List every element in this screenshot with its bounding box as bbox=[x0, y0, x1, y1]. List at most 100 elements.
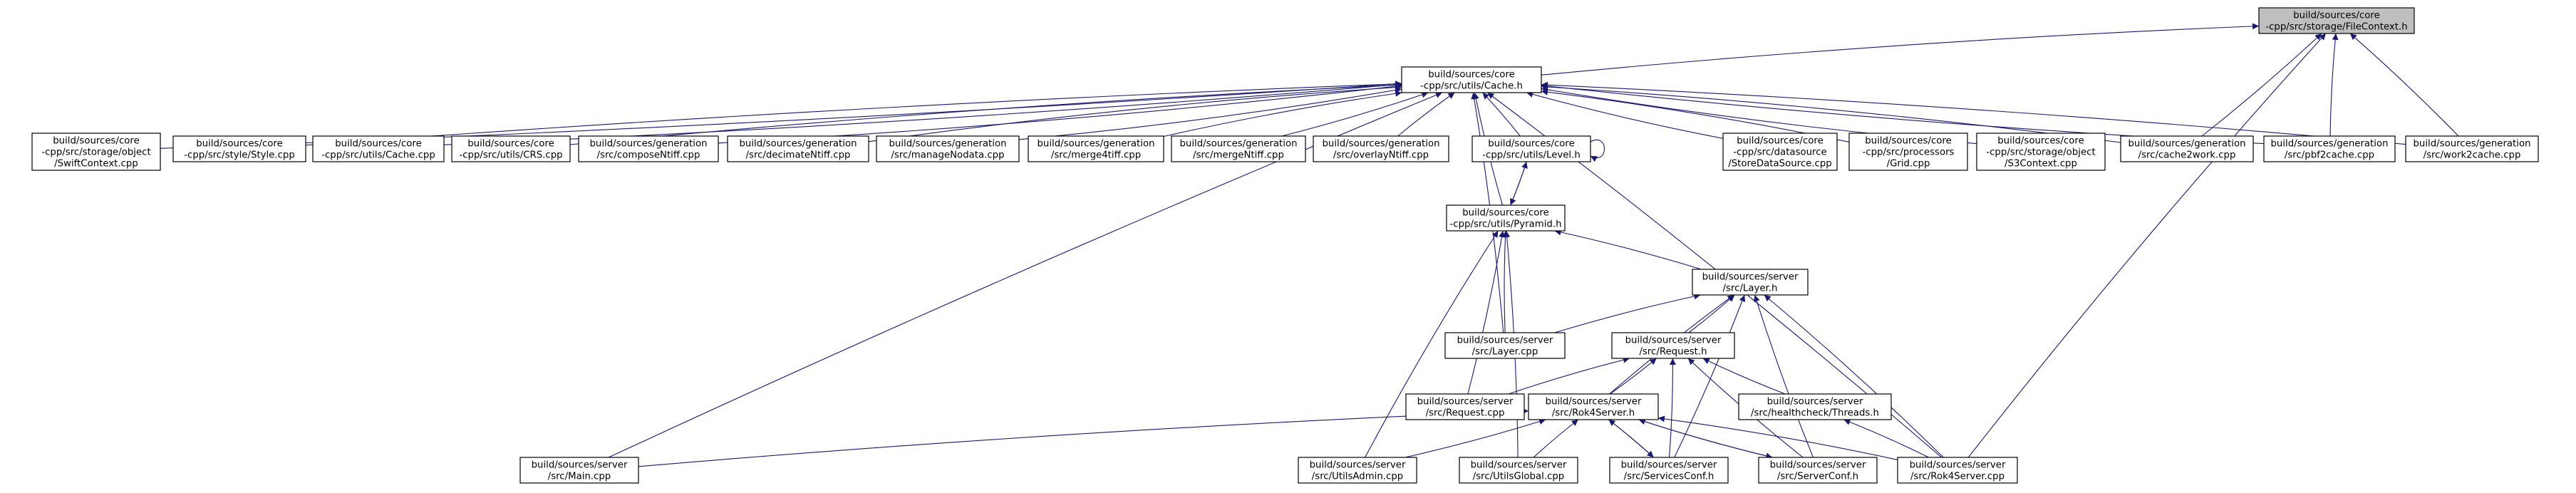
node-label-line: build/sources/generation bbox=[2128, 139, 2245, 150]
node-box bbox=[172, 135, 306, 162]
edge-rok4server_cpp-to-layer_h bbox=[1764, 294, 1944, 458]
node-decimatentiff[interactable]: build/sources/generation/src/decimateNti… bbox=[727, 135, 869, 162]
node-label-line: /src/overlayNtiff.cpp bbox=[1333, 150, 1429, 161]
node-pyramid-h[interactable]: build/sources/core-cpp/src/utils/Pyramid… bbox=[1446, 204, 1566, 232]
node-label-line: build/sources/server bbox=[532, 460, 628, 471]
node-label-line: /src/Request.h bbox=[1639, 347, 1707, 358]
node-box bbox=[519, 457, 639, 484]
edge-request_cpp-to-request_h bbox=[1508, 356, 1630, 395]
edge-decimatentiff-to-cache_h bbox=[868, 84, 1402, 142]
edge-storedatasource-to-cache_h bbox=[1526, 91, 1724, 139]
node-managenodata[interactable]: build/sources/generation/src/manageNodat… bbox=[876, 135, 1020, 162]
node-swiftcontext[interactable]: build/sources/core-cpp/src/storage/objec… bbox=[31, 133, 161, 171]
node-label-line: -cpp/src/utils/Level.h bbox=[1482, 150, 1581, 161]
edge-level_h-to-level_h bbox=[1590, 140, 1605, 162]
edge-utilsglobal-to-rok4server_h bbox=[1533, 419, 1579, 458]
edge-style_cpp-to-cache_h bbox=[305, 81, 1402, 146]
node-composentiff[interactable]: build/sources/generation/src/composeNtif… bbox=[578, 135, 719, 162]
node-utilsglobal[interactable]: build/sources/server/src/UtilsGlobal.cpp bbox=[1459, 457, 1578, 484]
node-request-cpp[interactable]: build/sources/server/src/Request.cpp bbox=[1405, 393, 1525, 420]
node-box bbox=[1722, 133, 1838, 171]
edge-serverconf-to-rok4server_h bbox=[1638, 418, 1773, 458]
node-box bbox=[2120, 135, 2254, 162]
edge-main_cpp-to-rok4server_h bbox=[638, 408, 1529, 467]
node-serverconf[interactable]: build/sources/server/src/ServerConf.h bbox=[1758, 457, 1878, 484]
node-label-line: build/sources/generation bbox=[2413, 139, 2530, 150]
node-box bbox=[578, 135, 719, 162]
node-label-line: build/sources/server bbox=[1910, 460, 2006, 471]
node-cache-cpp[interactable]: build/sources/core-cpp/src/utils/Cache.c… bbox=[312, 135, 445, 162]
node-label-line: build/sources/server bbox=[1625, 336, 1722, 346]
node-label-line: /S3Context.cpp bbox=[2005, 159, 2077, 170]
node-layer-h[interactable]: build/sources/server/src/Layer.h bbox=[1692, 269, 1809, 296]
node-merge4tiff[interactable]: build/sources/generation/src/merge4tiff.… bbox=[1028, 135, 1164, 162]
node-level-h[interactable]: build/sources/core-cpp/src/utils/Level.h bbox=[1471, 135, 1591, 162]
edge-rok4server_h-to-serverconf bbox=[1638, 419, 1773, 460]
edge-rok4server_h-to-servicesconf bbox=[1608, 419, 1654, 458]
node-box bbox=[31, 133, 161, 171]
node-label-line: build/sources/server bbox=[1702, 272, 1799, 283]
node-label-line: -cpp/src/storage/FileContext.h bbox=[2265, 22, 2407, 33]
edge-request_cpp-to-pyramid_h bbox=[1467, 230, 1505, 395]
edge-utilsadmin-to-pyramid_h bbox=[1365, 230, 1499, 458]
node-crs-cpp[interactable]: build/sources/core-cpp/src/utils/CRS.cpp bbox=[451, 135, 571, 162]
edge-request_h-to-layer_h bbox=[1688, 294, 1735, 333]
node-label-line: -cpp/src/style/Style.cpp bbox=[184, 150, 295, 161]
node-label-line: -cpp/src/storage/object bbox=[41, 147, 150, 158]
node-label-line: build/sources/core bbox=[1488, 139, 1575, 150]
node-label-line: build/sources/core bbox=[1737, 136, 1824, 147]
edge-rok4server_cpp-to-filecontext bbox=[1967, 33, 2327, 458]
node-cache-h[interactable]: build/sources/core-cpp/src/utils/Cache.h bbox=[1401, 66, 1542, 93]
node-box bbox=[1528, 393, 1659, 420]
node-box bbox=[2263, 135, 2396, 162]
node-box bbox=[1897, 457, 2018, 484]
node-grid-cpp[interactable]: build/sources/core-cpp/src/processors/Gr… bbox=[1848, 133, 1968, 171]
node-pbf2cache[interactable]: build/sources/generation/src/pbf2cache.c… bbox=[2263, 135, 2396, 162]
edge-layer_cpp-to-pyramid_h bbox=[1501, 230, 1509, 333]
node-label-line: /src/Layer.h bbox=[1723, 284, 1778, 294]
node-label-line: build/sources/generation bbox=[2270, 139, 2388, 150]
edge-cache_h-to-filecontext bbox=[1541, 23, 2260, 76]
node-label-line: build/sources/generation bbox=[739, 139, 857, 150]
node-label-line: /src/Main.cpp bbox=[548, 472, 611, 482]
node-label-line: /src/pbf2cache.cpp bbox=[2285, 150, 2374, 161]
node-label-line: -cpp/src/utils/CRS.cpp bbox=[459, 150, 562, 161]
node-storedatasource[interactable]: build/sources/core-cpp/src/datasource/St… bbox=[1722, 133, 1838, 171]
node-s3context[interactable]: build/sources/core-cpp/src/storage/objec… bbox=[1976, 133, 2106, 171]
node-layer-cpp[interactable]: build/sources/server/src/Layer.cpp bbox=[1444, 332, 1566, 359]
edge-threads_h-to-request_h bbox=[1702, 358, 1786, 395]
node-cache2work[interactable]: build/sources/generation/src/cache2work.… bbox=[2120, 135, 2254, 162]
node-rok4server-h[interactable]: build/sources/server/src/Rok4Server.h bbox=[1528, 393, 1659, 420]
node-box bbox=[727, 135, 869, 162]
edge-pbf2cache-to-filecontext bbox=[2329, 33, 2339, 137]
node-label-line: /src/decimateNtiff.cpp bbox=[746, 150, 851, 161]
node-label-line: build/sources/core bbox=[1997, 136, 2084, 147]
node-servicesconf[interactable]: build/sources/server/src/ServicesConf.h bbox=[1609, 457, 1729, 484]
node-rok4server-cpp[interactable]: build/sources/server/src/Rok4Server.cpp bbox=[1897, 457, 2018, 484]
node-mergentiff[interactable]: build/sources/generation/src/mergeNtiff.… bbox=[1171, 135, 1306, 162]
edge-level_h-to-pyramid_h bbox=[1510, 161, 1527, 206]
node-label-line: build/sources/server bbox=[1546, 397, 1642, 408]
node-label-line: build/sources/core bbox=[1428, 70, 1515, 81]
node-label-line: build/sources/generation bbox=[589, 139, 707, 150]
node-box bbox=[1405, 393, 1525, 420]
node-box bbox=[1692, 269, 1809, 296]
node-label-line: /src/merge4tiff.cpp bbox=[1051, 150, 1141, 161]
node-label-line: /src/healthcheck/Threads.h bbox=[1751, 408, 1879, 419]
node-work2cache[interactable]: build/sources/generation/src/work2cache.… bbox=[2405, 135, 2539, 162]
node-label-line: build/sources/server bbox=[1767, 397, 1863, 408]
node-label-line: build/sources/generation bbox=[889, 139, 1006, 150]
node-main-cpp[interactable]: build/sources/server/src/Main.cpp bbox=[519, 457, 639, 484]
node-filecontext[interactable]: build/sources/core-cpp/src/storage/FileC… bbox=[2258, 7, 2415, 34]
edge-cache2work-to-cache_h bbox=[1541, 83, 2121, 143]
node-label-line: build/sources/core bbox=[1865, 136, 1952, 147]
node-utilsadmin[interactable]: build/sources/server/src/UtilsAdmin.cpp bbox=[1298, 457, 1417, 484]
node-request-h[interactable]: build/sources/server/src/Request.h bbox=[1611, 332, 1735, 359]
node-box bbox=[876, 135, 1020, 162]
node-overlayntiff[interactable]: build/sources/generation/src/overlayNtif… bbox=[1313, 135, 1449, 162]
node-style-cpp[interactable]: build/sources/core-cpp/src/style/Style.c… bbox=[172, 135, 306, 162]
edges bbox=[160, 23, 2459, 467]
node-threads-h[interactable]: build/sources/server/src/healthcheck/Thr… bbox=[1738, 393, 1892, 420]
node-box bbox=[1444, 332, 1566, 359]
node-box bbox=[1313, 135, 1449, 162]
